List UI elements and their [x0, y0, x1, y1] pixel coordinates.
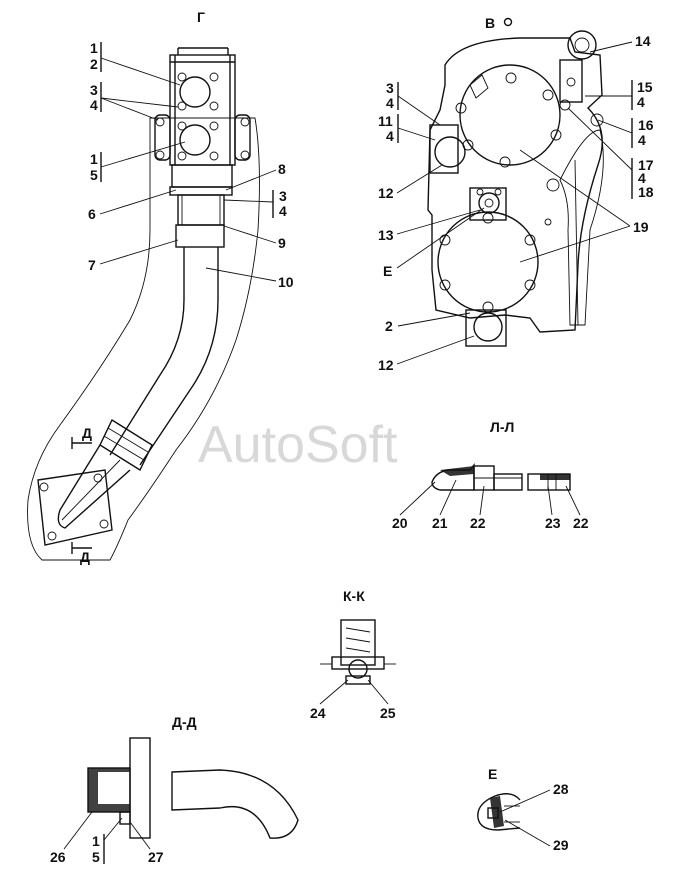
callout-29: 29 — [553, 837, 569, 853]
callout-24: 24 — [310, 705, 326, 721]
plug — [478, 192, 500, 214]
callout-22a: 22 — [470, 515, 486, 531]
callout-21: 21 — [432, 515, 448, 531]
section-marker-d-bottom: Д — [80, 549, 90, 565]
callout-8: 8 — [278, 161, 286, 177]
callout-27: 27 — [148, 849, 164, 865]
callout-6: 6 — [88, 206, 96, 222]
view-label-e: Е — [488, 766, 497, 782]
callout-20: 20 — [392, 515, 408, 531]
fitting — [177, 194, 225, 226]
port-left — [434, 136, 466, 168]
wall-plate — [129, 737, 151, 839]
callout-4: 4 — [90, 97, 98, 113]
view-label-ll: Л-Л — [490, 419, 514, 435]
callout-25: 25 — [380, 705, 396, 721]
plug-housing — [469, 187, 507, 221]
view-v-housing — [427, 17, 604, 347]
port-upper — [179, 76, 211, 108]
callout-17: 17 — [638, 157, 654, 173]
outlet-flange — [37, 469, 113, 546]
callout-2: 2 — [90, 56, 98, 72]
callouts-e: 28 29 — [499, 781, 569, 853]
callout-22b: 22 — [573, 515, 589, 531]
watermark: AutoSoft — [198, 416, 398, 474]
port-lower — [179, 124, 211, 156]
view-label-dd: Д-Д — [172, 714, 197, 730]
callout-4e: 4 — [386, 128, 394, 144]
callout-1: 1 — [90, 40, 98, 56]
view-label-kk: К-К — [343, 588, 365, 604]
callout-5: 5 — [90, 167, 98, 183]
section-kk — [320, 619, 396, 685]
callout-1c: 1 — [92, 833, 100, 849]
callouts-dd: 26 1 5 27 — [50, 811, 164, 865]
valve-block — [169, 54, 236, 166]
bracket — [559, 59, 583, 103]
callout-15: 15 — [637, 79, 653, 95]
callout-23: 23 — [545, 515, 561, 531]
callout-14: 14 — [635, 33, 651, 49]
callout-16: 16 — [638, 117, 654, 133]
eye-bolt — [567, 30, 597, 60]
housing-contour — [27, 117, 260, 561]
callout-3c: 3 — [386, 80, 394, 96]
callout-4d: 4 — [386, 95, 394, 111]
callout-9: 9 — [278, 235, 286, 251]
callout-7: 7 — [88, 257, 96, 273]
callouts-kk: 24 25 — [310, 679, 396, 721]
gear-upper — [459, 64, 561, 166]
callout-2b: 2 — [385, 318, 393, 334]
callout-5b: 5 — [92, 849, 100, 865]
e-contour — [477, 793, 521, 831]
section-marker-d-top: Д — [82, 425, 92, 441]
callouts-left: 1 2 3 4 1 5 6 7 8 3 4 9 10 — [88, 40, 294, 290]
arc-rib — [559, 129, 604, 326]
callouts-ll: 20 21 22 23 22 — [392, 479, 589, 531]
callout-18: 18 — [638, 184, 654, 200]
view-v-mark — [503, 17, 513, 27]
pipe-left-wall — [109, 247, 185, 456]
callouts-right: 14 15 4 3 4 11 4 16 4 17 4 18 12 13 Е 19… — [378, 33, 654, 373]
callout-4f: 4 — [638, 132, 646, 148]
callout-10: 10 — [278, 274, 294, 290]
callout-1b: 1 — [90, 151, 98, 167]
callout-4b: 4 — [279, 203, 287, 219]
callout-12a: 12 — [378, 185, 394, 201]
view-e — [477, 793, 521, 831]
callout-4g: 4 — [638, 170, 646, 186]
valve-body — [340, 619, 376, 666]
clamp-lower — [99, 418, 153, 472]
callout-28: 28 — [553, 781, 569, 797]
callout-13: 13 — [378, 227, 394, 243]
callout-e-mark: Е — [383, 263, 392, 279]
callout-19: 19 — [633, 219, 649, 235]
port-bottom-housing — [465, 309, 507, 347]
section-ll — [431, 463, 571, 491]
port-bottom — [473, 312, 503, 342]
view-label-g: Г — [197, 9, 205, 25]
view-label-v: В — [485, 15, 495, 31]
gear-lower — [437, 211, 539, 313]
callout-4c: 4 — [637, 94, 645, 110]
callout-3b: 3 — [279, 188, 287, 204]
clamp-upper — [175, 224, 225, 248]
callout-11: 11 — [378, 113, 393, 129]
callout-3: 3 — [90, 82, 98, 98]
flange — [171, 164, 233, 188]
callout-26: 26 — [50, 849, 66, 865]
pipe-elbow — [171, 769, 299, 839]
housing-outline — [427, 37, 603, 333]
pipe-right-wall — [139, 247, 219, 466]
view-g-assembly — [27, 47, 260, 561]
valve-ball — [348, 659, 368, 679]
callout-12b: 12 — [378, 357, 394, 373]
section-dd — [87, 737, 299, 839]
